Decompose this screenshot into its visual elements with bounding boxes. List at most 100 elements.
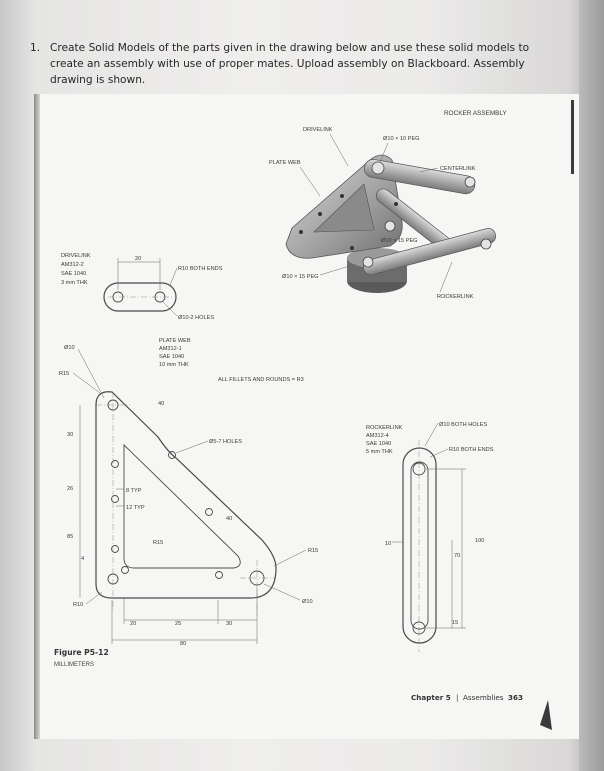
question-number: 1. [30, 42, 41, 54]
plateweb-thickness: 10 mm THK [159, 362, 189, 368]
plate-hole [340, 194, 344, 198]
assembly-title: ROCKER ASSEMBLY [444, 110, 507, 117]
dim-v26: 26 [67, 486, 73, 492]
dim-h20: 20 [130, 621, 136, 627]
plate-hole [394, 202, 398, 206]
book-spine-shadow [34, 94, 40, 739]
footer-page-number: 363 [508, 693, 523, 702]
leader-line [424, 422, 439, 447]
rockerlink-material: SAE 1040 [366, 441, 391, 447]
rockerlink-dim-h70: 70 [454, 553, 460, 559]
callout-peg-mid: Ø10 × 15 PEG [381, 238, 418, 244]
plate-web-cutout [313, 183, 375, 233]
drivelink-material: SAE 1040 [61, 271, 86, 277]
footer-chapter: Chapter 5 [411, 693, 451, 702]
page-corner-shadow [540, 700, 552, 730]
textbook-page [34, 94, 579, 739]
drivelink-drawing: DRIVELINK AM312-2 SAE 1040 3 mm THK 20 R… [61, 253, 223, 321]
dim-typ12: 12 TYP [126, 505, 145, 511]
rockerlink-note-holes: Ø10 BOTH HOLES [439, 422, 487, 428]
leader-line [263, 583, 301, 601]
footer-separator: | [456, 693, 458, 702]
dim-r15-inner: R15 [153, 540, 163, 546]
drivelink-thickness: 3 mm THK [61, 280, 88, 286]
leader-line [319, 263, 357, 276]
rocker-assembly-render: ROCKER ASSEMBLY DRIVELINK Ø10 × 10 PEG P… [269, 110, 507, 300]
plateweb-part-no: AM312-1 [159, 346, 182, 352]
dim-h40: 40 [158, 401, 164, 407]
drivelink-name: DRIVELINK [61, 253, 91, 259]
plateweb-hole [111, 545, 119, 553]
callout-peg-top: Ø10 × 10 PEG [383, 136, 420, 142]
callout-peg-low: Ø10 × 15 PEG [282, 274, 319, 280]
rockerlink-dim-15: 15 [452, 620, 458, 626]
rockerlink-thickness: 5 mm THK [366, 449, 393, 455]
leader-line [429, 448, 449, 458]
rockerlink-name: ROCKERLINK [366, 425, 403, 431]
drivelink-outline [103, 282, 177, 312]
dim-v4: 4 [81, 556, 84, 562]
plateweb-name: PLATE WEB [159, 338, 191, 344]
leader-line [162, 301, 178, 317]
peg-top-render [371, 161, 385, 175]
plate-web-drawing: PLATE WEB AM312-1 SAE 1040 10 mm THK ALL… [59, 338, 318, 647]
rockerlink-slot [410, 461, 429, 630]
leader-line [77, 348, 105, 399]
plate-hole [318, 212, 322, 216]
figure-label: Figure P5-12 [54, 648, 109, 657]
dim-r15-left: R15 [59, 371, 69, 377]
dim-v30: 30 [67, 432, 73, 438]
drivelink-render [363, 228, 497, 276]
dim-r10: R10 [73, 602, 83, 608]
drivelink-note-ends: R10 BOTH ENDS [178, 266, 223, 272]
dim-r40: 40 [226, 516, 232, 522]
plateweb-material: SAE 1040 [159, 354, 184, 360]
rockerlink-dim-w: 10 [385, 541, 391, 547]
leader-line [273, 549, 307, 567]
callout-centerlink: CENTERLINK [440, 166, 476, 172]
leader-line [169, 267, 178, 286]
plateweb-hole [121, 566, 129, 574]
plateweb-outline [95, 391, 277, 599]
dim-h80: 80 [180, 641, 186, 647]
plateweb-hole [111, 460, 119, 468]
plateweb-hole [215, 571, 223, 579]
leader-line [85, 591, 103, 605]
rockerlink-dim-h100: 100 [475, 538, 484, 544]
dim-d10-low: Ø10 [302, 599, 313, 605]
leader-line [175, 440, 209, 454]
dim-r15-right: R15 [308, 548, 318, 554]
centerlink-render [363, 159, 476, 195]
callout-drivelink: DRIVELINK [303, 127, 333, 133]
peg-mid-render [384, 220, 396, 232]
leader-line [419, 167, 439, 173]
peg-low-render [362, 256, 374, 268]
callout-plate-web: PLATE WEB [269, 160, 301, 166]
dim-h30: 30 [226, 621, 232, 627]
dim-typ8: 8 TYP [126, 488, 142, 494]
leader-line [379, 142, 389, 163]
figure-units: MILLIMETERS [54, 662, 94, 668]
callout-rockerlink: ROCKERLINK [437, 294, 474, 300]
plateweb-fillets-note: ALL FILLETS AND ROUNDS = R3 [218, 377, 304, 383]
rockerlink-outline [402, 447, 437, 644]
footer-section: Assemblies [463, 693, 504, 702]
dim-h25: 25 [175, 621, 181, 627]
drivelink-part-no: AM312-2 [61, 262, 84, 268]
rockerlink-part-no: AM312-4 [366, 433, 389, 439]
plate-hole [299, 230, 303, 234]
drivelink-dim-length: 20 [135, 256, 141, 262]
dim-d10: Ø10 [64, 345, 75, 351]
plateweb-hole [168, 451, 176, 459]
leader-line [72, 372, 101, 394]
leader-line [299, 166, 321, 197]
dim-v85: 85 [67, 534, 73, 540]
page-edge-shadow [579, 0, 604, 771]
leader-line [329, 133, 349, 167]
plateweb-hole [111, 495, 119, 503]
rockerlink-note-ends: R10 BOTH ENDS [449, 447, 494, 453]
dim-holes: Ø5-7 HOLES [209, 439, 242, 445]
question-text: Create Solid Models of the parts given i… [50, 42, 530, 86]
centerlink-end-pin [464, 176, 476, 188]
